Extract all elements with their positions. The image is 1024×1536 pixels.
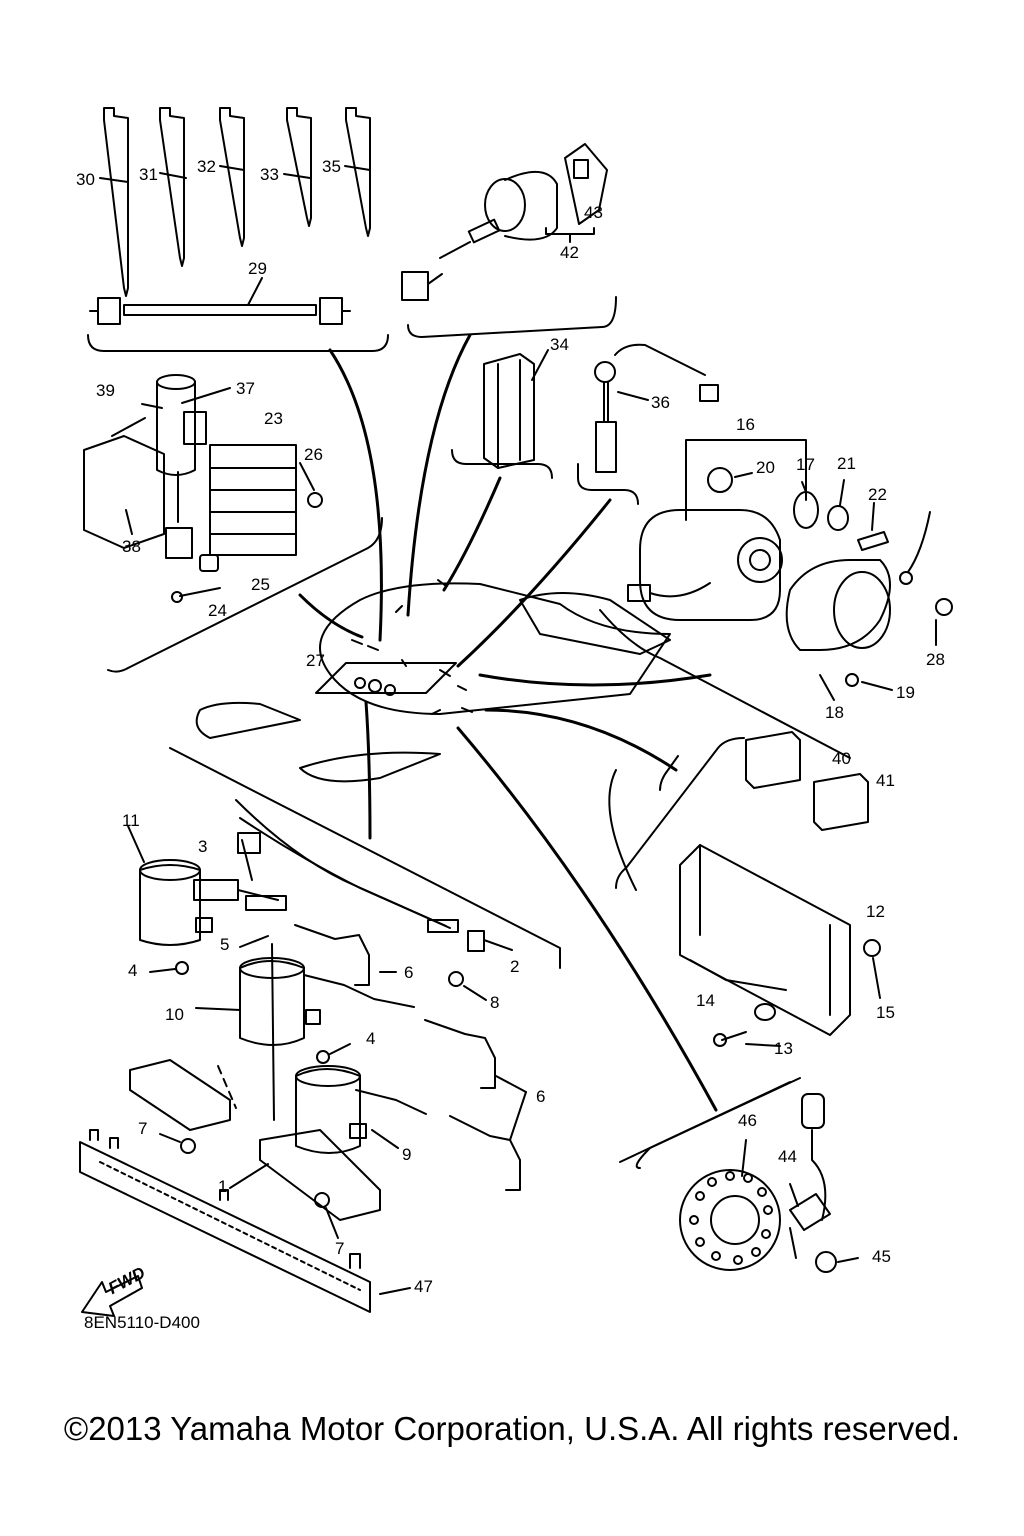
callout-31: 31 bbox=[139, 165, 158, 184]
callout-43: 43 bbox=[584, 203, 603, 222]
callout-44: 44 bbox=[778, 1147, 797, 1166]
callout-26: 26 bbox=[304, 445, 323, 464]
callout-23: 23 bbox=[264, 409, 283, 428]
key-switch-group bbox=[401, 143, 617, 338]
callout-33: 33 bbox=[260, 165, 279, 184]
callout-4-upper: 4 bbox=[128, 961, 137, 980]
sensor-rotor-group bbox=[635, 1077, 859, 1273]
callout-18: 18 bbox=[825, 703, 844, 722]
leader-lines bbox=[298, 333, 718, 1112]
callout-7-lower: 7 bbox=[335, 1239, 344, 1258]
callout-3: 3 bbox=[198, 837, 207, 856]
callout-36: 36 bbox=[651, 393, 670, 412]
callout-39: 39 bbox=[96, 381, 115, 400]
diagram-code: 8EN5110-D400 bbox=[84, 1313, 200, 1332]
callout-17: 17 bbox=[796, 455, 815, 474]
callout-24: 24 bbox=[208, 601, 227, 620]
callout-27: 27 bbox=[306, 651, 325, 670]
callout-15: 15 bbox=[876, 1003, 895, 1022]
snowmobile-body bbox=[195, 579, 671, 783]
callout-28: 28 bbox=[926, 650, 945, 669]
callout-10: 10 bbox=[165, 1005, 184, 1024]
callout-9: 9 bbox=[402, 1145, 411, 1164]
callout-42: 42 bbox=[560, 243, 579, 262]
callout-14: 14 bbox=[696, 991, 715, 1010]
rectifier-group bbox=[83, 374, 383, 673]
fwd-arrow-icon: FWD bbox=[81, 1263, 148, 1317]
callout-38: 38 bbox=[122, 537, 141, 556]
callout-8: 8 bbox=[490, 993, 499, 1012]
callout-1: 1 bbox=[218, 1177, 227, 1196]
callout-2: 2 bbox=[510, 957, 519, 976]
copyright-notice: ©2013 Yamaha Motor Corporation, U.S.A. A… bbox=[63, 1410, 961, 1447]
fwd-label: FWD bbox=[105, 1263, 148, 1298]
callout-13: 13 bbox=[774, 1039, 793, 1058]
callout-25: 25 bbox=[251, 575, 270, 594]
callout-29: 29 bbox=[248, 259, 267, 278]
ecu-group bbox=[608, 731, 881, 1163]
throttle-sensor-group bbox=[599, 439, 953, 759]
callout-30: 30 bbox=[76, 170, 95, 189]
callout-47: 47 bbox=[414, 1277, 433, 1296]
callout-21: 21 bbox=[837, 454, 856, 473]
callout-20: 20 bbox=[756, 458, 775, 477]
callout-45: 45 bbox=[872, 1247, 891, 1266]
callout-6-upper: 6 bbox=[404, 963, 413, 982]
callout-12: 12 bbox=[866, 902, 885, 921]
callout-6-lower: 6 bbox=[536, 1087, 545, 1106]
callout-32: 32 bbox=[197, 157, 216, 176]
callout-19: 19 bbox=[896, 683, 915, 702]
callout-34: 34 bbox=[550, 335, 569, 354]
callout-11: 11 bbox=[122, 811, 140, 830]
callout-7-upper: 7 bbox=[138, 1119, 147, 1138]
callout-40: 40 bbox=[832, 749, 851, 768]
callout-41: 41 bbox=[876, 771, 895, 790]
callout-35: 35 bbox=[322, 157, 341, 176]
parts-diagram: FWD 30 31 32 33 35 29 43 42 39 37 23 26 … bbox=[76, 107, 953, 1332]
callout-16: 16 bbox=[736, 415, 755, 434]
callout-4-lower: 4 bbox=[366, 1029, 375, 1048]
callout-numbers: 30 31 32 33 35 29 43 42 39 37 23 26 38 2… bbox=[76, 157, 945, 1332]
ignition-coil-group bbox=[79, 747, 561, 1313]
bracket-and-sensor-group bbox=[451, 343, 719, 505]
callout-5: 5 bbox=[220, 935, 229, 954]
callout-46: 46 bbox=[738, 1111, 757, 1130]
callout-37: 37 bbox=[236, 379, 255, 398]
callout-22: 22 bbox=[868, 485, 887, 504]
cable-ties-group bbox=[87, 107, 389, 352]
